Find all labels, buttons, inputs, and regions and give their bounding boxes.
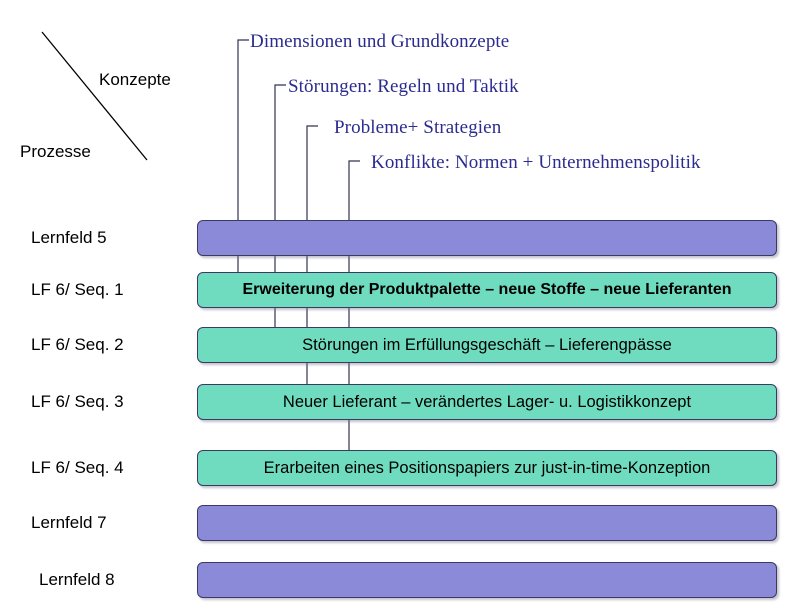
row-bar[interactable]: Störungen im Erfüllungsgeschäft – Liefer… [197, 327, 777, 363]
row-bar-text: Erweiterung der Produktpalette – neue St… [242, 281, 732, 298]
annotation-leader-line [237, 39, 249, 301]
row-bar-text: Störungen im Erfüllungsgeschäft – Liefer… [302, 335, 672, 354]
row-bar[interactable] [197, 505, 777, 541]
annotation-leader-line [306, 125, 318, 409]
axis-label-prozesse: Prozesse [20, 142, 91, 161]
annotation-label-stoerungen: Störungen: Regeln und Taktik [288, 76, 519, 97]
row-label: LF 6/ Seq. 4 [31, 458, 124, 477]
row-bar[interactable]: Neuer Lieferant – verändertes Lager- u. … [197, 384, 777, 420]
annotation-label-dimensionen: Dimensionen und Grundkonzepte [250, 31, 510, 52]
annotation-label-probleme: Probleme+ Strategien [334, 117, 502, 138]
row-label: Lernfeld 5 [31, 228, 107, 247]
row-bar-text: Erarbeiten eines Positionspapiers zur ju… [263, 458, 711, 477]
annotation-label-konflikte: Konflikte: Normen + Unternehmenspolitik [371, 152, 701, 173]
row-label: Lernfeld 7 [31, 513, 107, 532]
row-label: LF 6/ Seq. 2 [31, 335, 124, 354]
row-bar[interactable]: Erweiterung der Produktpalette – neue St… [197, 272, 777, 308]
axis-label-konzepte: Konzepte [99, 70, 171, 89]
row-bar[interactable] [197, 562, 777, 598]
row-label: LF 6/ Seq. 1 [31, 280, 124, 299]
row-bar[interactable] [197, 220, 777, 256]
row-bar-text: Neuer Lieferant – verändertes Lager- u. … [282, 392, 692, 411]
row-bar[interactable]: Erarbeiten eines Positionspapiers zur ju… [197, 450, 777, 486]
row-label: Lernfeld 8 [39, 570, 115, 589]
annotation-leader-line [348, 160, 360, 470]
row-label: LF 6/ Seq. 3 [31, 392, 124, 411]
